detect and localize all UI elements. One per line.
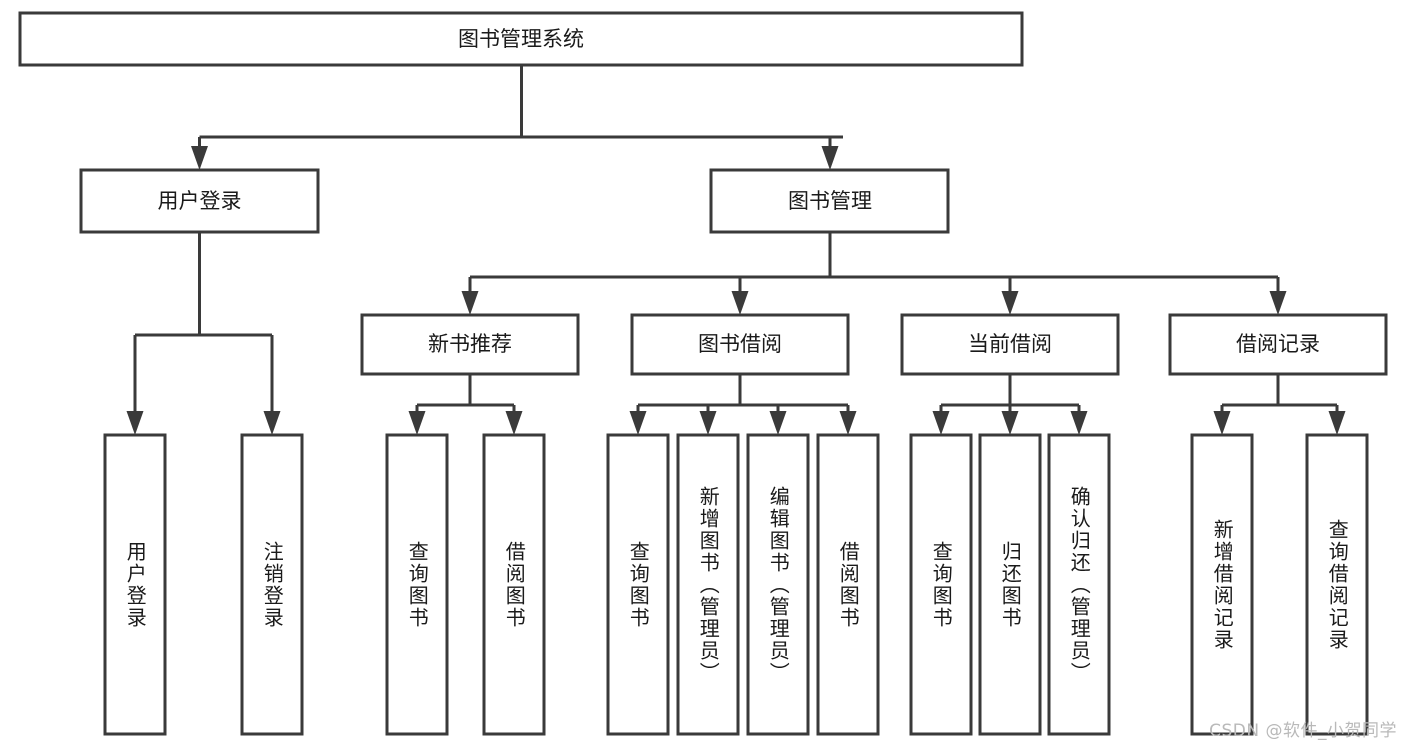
arrow-head-current-1 — [932, 411, 950, 435]
node-root-label: 图书管理系统 — [458, 27, 584, 51]
node-user-login-label: 用户登录 — [158, 189, 242, 213]
arrow-head-current-3 — [1070, 411, 1088, 435]
arrow-head-newbook-2 — [505, 411, 523, 435]
node-book-borrow[interactable]: 图书借阅 — [630, 313, 850, 376]
node-user-login-box[interactable] — [79, 168, 320, 234]
leaf-box-book-borrow-3[interactable] — [816, 433, 880, 736]
connector-group-current — [932, 374, 1088, 435]
leaf-boxes-borrow-record — [1190, 433, 1369, 736]
node-borrow-record-label: 借阅记录 — [1236, 332, 1320, 356]
node-book-management-label: 图书管理 — [788, 189, 872, 213]
node-root[interactable]: 图书管理系统 — [18, 11, 1024, 67]
connector-group-root — [191, 65, 843, 170]
leaf-box-user-login-0[interactable] — [103, 433, 167, 736]
leaf-box-new-book-1[interactable] — [482, 433, 546, 736]
node-borrow-record[interactable]: 借阅记录 — [1168, 313, 1388, 376]
leaf-box-borrow-record-1[interactable] — [1305, 433, 1369, 736]
arrow-head-newbook-1 — [408, 411, 426, 435]
leaf-box-book-borrow-0[interactable] — [606, 433, 670, 736]
leaf-boxes-current-borrow — [909, 433, 1111, 736]
leaf-box-new-book-0[interactable] — [385, 433, 449, 736]
arrow-head-borrow-1 — [629, 411, 647, 435]
node-current-borrow[interactable]: 当前借阅 — [900, 313, 1120, 376]
arrow-head-current-2 — [1001, 411, 1019, 435]
arrow-head-to-bookmgmt — [821, 146, 839, 170]
arrow-head-record-1 — [1213, 411, 1231, 435]
leaf-box-current-borrow-2[interactable] — [1047, 433, 1111, 736]
arrow-head-borrow-2 — [699, 411, 717, 435]
arrow-head-userlogin-2 — [263, 411, 281, 435]
node-borrow-record-box[interactable] — [1168, 313, 1388, 376]
connector-group-bookmgmt — [461, 232, 1287, 315]
arrow-head-userlogin-1 — [126, 411, 144, 435]
node-current-borrow-box[interactable] — [900, 313, 1120, 376]
leaf-box-current-borrow-1[interactable] — [978, 433, 1042, 736]
connector-group-record — [1213, 374, 1346, 435]
connector-group-borrow — [629, 374, 857, 435]
arrow-head-to-userlogin — [191, 146, 208, 170]
node-new-book-recommend-box[interactable] — [360, 313, 580, 376]
connector-group-newbook — [408, 374, 523, 435]
leaf-boxes-user-login — [103, 433, 304, 736]
node-user-login[interactable]: 用户登录 — [79, 168, 320, 234]
watermark: CSDN @软件_小贺同学 — [1209, 721, 1397, 741]
node-new-book-recommend[interactable]: 新书推荐 — [360, 313, 580, 376]
leaf-box-book-borrow-2[interactable] — [746, 433, 810, 736]
node-current-borrow-label: 当前借阅 — [968, 332, 1052, 356]
arrow-head-bookmgmt-3 — [1001, 291, 1019, 315]
leaf-box-current-borrow-0[interactable] — [909, 433, 973, 736]
node-book-management-box[interactable] — [709, 168, 950, 234]
node-book-borrow-label: 图书借阅 — [698, 332, 782, 356]
node-new-book-recommend-label: 新书推荐 — [428, 332, 512, 356]
node-root-box[interactable] — [18, 11, 1024, 67]
arrow-head-bookmgmt-1 — [461, 291, 479, 315]
arrow-head-bookmgmt-4 — [1269, 291, 1287, 315]
leaf-box-book-borrow-1[interactable] — [676, 433, 740, 736]
leaf-boxes-new-book — [385, 433, 546, 736]
leaf-box-user-login-1[interactable] — [240, 433, 304, 736]
node-book-management[interactable]: 图书管理 — [709, 168, 950, 234]
arrow-head-record-2 — [1328, 411, 1346, 435]
arrow-head-bookmgmt-2 — [731, 291, 749, 315]
leaf-box-borrow-record-0[interactable] — [1190, 433, 1254, 736]
arrow-head-borrow-4 — [839, 411, 857, 435]
arrow-head-borrow-3 — [769, 411, 787, 435]
leaf-boxes-book-borrow — [606, 433, 880, 736]
connector-group-userlogin — [126, 232, 281, 435]
node-book-borrow-box[interactable] — [630, 313, 850, 376]
